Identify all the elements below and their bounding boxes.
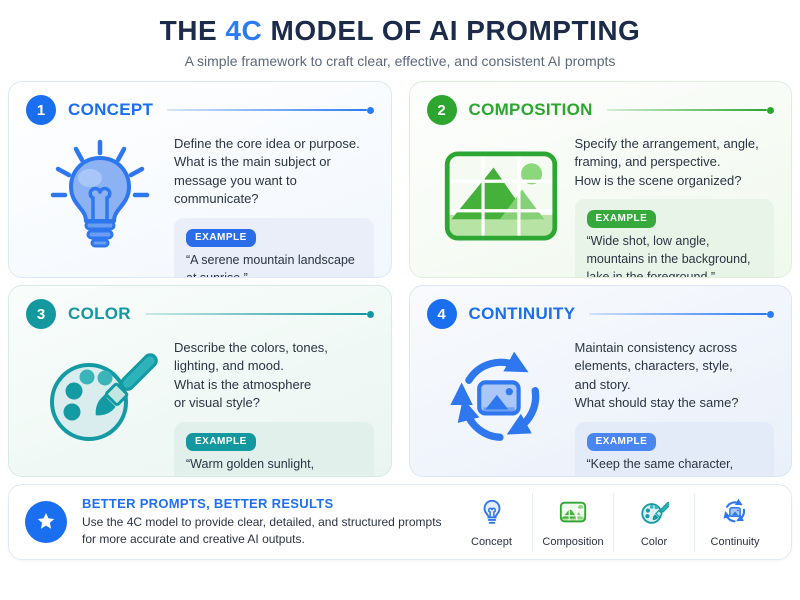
- accent-line: [167, 109, 367, 111]
- lightbulb-icon: [477, 497, 507, 532]
- example-text: “Warm golden sunlight, soft shadows, vib…: [186, 456, 328, 476]
- card-color-content: Describe the colors, tones, lighting, an…: [174, 333, 374, 476]
- card-concept-body: Define the core idea or purpose. What is…: [26, 129, 374, 278]
- card-composition: 2 COMPOSITION: [408, 81, 792, 278]
- card-color-body: Describe the colors, tones, lighting, an…: [26, 333, 374, 476]
- card-composition-header: 2 COMPOSITION: [426, 95, 774, 125]
- example-box: EXAMPLE “A serene mountain landscape at …: [174, 217, 374, 278]
- page-subtitle: A simple framework to craft clear, effec…: [184, 53, 616, 69]
- example-text: “Wide shot, low angle, mountains in the …: [586, 234, 751, 278]
- footer-banner: BETTER PROMPTS, BETTER RESULTS Use the 4…: [8, 484, 792, 560]
- card-continuity-header: 4 CONTINUITY: [426, 299, 774, 329]
- card-description: Describe the colors, tones, lighting, an…: [174, 340, 328, 411]
- page-header: THE 4C MODEL OF AI PROMPTING A simple fr…: [0, 0, 800, 69]
- example-text: “A serene mountain landscape at sunrise.…: [186, 252, 355, 278]
- footer-icon-row: Concept: [451, 492, 775, 552]
- palette-icon: [639, 497, 671, 532]
- number-badge: 1: [26, 95, 56, 125]
- accent-dot: [767, 310, 774, 318]
- card-description: Define the core idea or purpose. What is…: [174, 136, 360, 207]
- card-continuity-content: Maintain consistency across elements, ch…: [574, 333, 774, 476]
- cycle-image-icon: [427, 333, 575, 467]
- card-title: CONCEPT: [68, 100, 154, 119]
- example-box: EXAMPLE “Wide shot, low angle, mountains…: [574, 199, 774, 278]
- card-title: COMPOSITION: [468, 100, 593, 119]
- framed-image-icon: [558, 497, 588, 532]
- star-icon: [25, 501, 67, 543]
- card-title: CONTINUITY: [468, 304, 576, 323]
- footer-item-concept: Concept: [451, 493, 532, 552]
- card-concept: 1 CONCEPT: [8, 81, 392, 278]
- card-continuity: 4 CONTINUITY: [408, 285, 792, 477]
- card-color-header: 3 COLOR: [26, 299, 374, 329]
- accent-line: [606, 109, 767, 111]
- example-box: EXAMPLE “Keep the same character, outfit…: [574, 421, 774, 476]
- footer-text: BETTER PROMPTS, BETTER RESULTS Use the 4…: [82, 496, 442, 549]
- number-badge: 2: [426, 95, 457, 125]
- footer-item-continuity: Continuity: [694, 492, 775, 552]
- accent-dot: [767, 106, 774, 114]
- number-badge: 3: [26, 299, 56, 329]
- card-composition-content: Specify the arrangement, angle, framing,…: [574, 129, 774, 278]
- footer-item-color: Color: [613, 492, 694, 552]
- card-concept-header: 1 CONCEPT: [26, 95, 374, 125]
- title-prefix: THE: [159, 15, 218, 46]
- card-composition-body: Specify the arrangement, angle, framing,…: [427, 129, 774, 278]
- example-badge: EXAMPLE: [186, 228, 256, 247]
- card-title: COLOR: [68, 304, 131, 323]
- card-color: 3 COLOR: [8, 285, 392, 477]
- card-continuity-body: Maintain consistency across elements, ch…: [427, 333, 774, 476]
- footer-item-label: Concept: [471, 535, 512, 548]
- footer-body: Use the 4C model to provide clear, detai…: [82, 514, 442, 546]
- footer-item-label: Color: [640, 535, 668, 548]
- framed-image-icon: [427, 129, 575, 263]
- example-badge: EXAMPLE: [586, 210, 657, 229]
- example-text: “Keep the same character, outfit, and en…: [586, 456, 734, 476]
- footer-heading: BETTER PROMPTS, BETTER RESULTS: [82, 495, 334, 511]
- example-box: EXAMPLE “Warm golden sunlight, soft shad…: [174, 421, 374, 476]
- accent-line: [144, 313, 367, 315]
- lightbulb-icon: [26, 129, 174, 263]
- title-highlight: 4C: [225, 15, 263, 46]
- card-description: Maintain consistency across elements, ch…: [574, 340, 739, 411]
- title-suffix: MODEL OF AI PROMPTING: [270, 15, 641, 46]
- card-concept-content: Define the core idea or purpose. What is…: [174, 129, 374, 278]
- footer-item-composition: Composition: [532, 492, 613, 552]
- example-badge: EXAMPLE: [586, 432, 657, 451]
- example-badge: EXAMPLE: [186, 432, 256, 451]
- page-title: THE 4C MODEL OF AI PROMPTING: [0, 15, 800, 47]
- accent-line: [589, 313, 767, 315]
- number-badge: 4: [426, 299, 457, 329]
- footer-item-label: Composition: [542, 535, 604, 548]
- footer-item-label: Continuity: [710, 535, 760, 548]
- accent-dot: [366, 106, 374, 114]
- card-description: Specify the arrangement, angle, framing,…: [574, 136, 759, 188]
- cycle-image-icon: [720, 497, 750, 532]
- palette-icon: [26, 333, 174, 467]
- cards-grid: 1 CONCEPT: [0, 81, 800, 477]
- accent-dot: [366, 310, 374, 318]
